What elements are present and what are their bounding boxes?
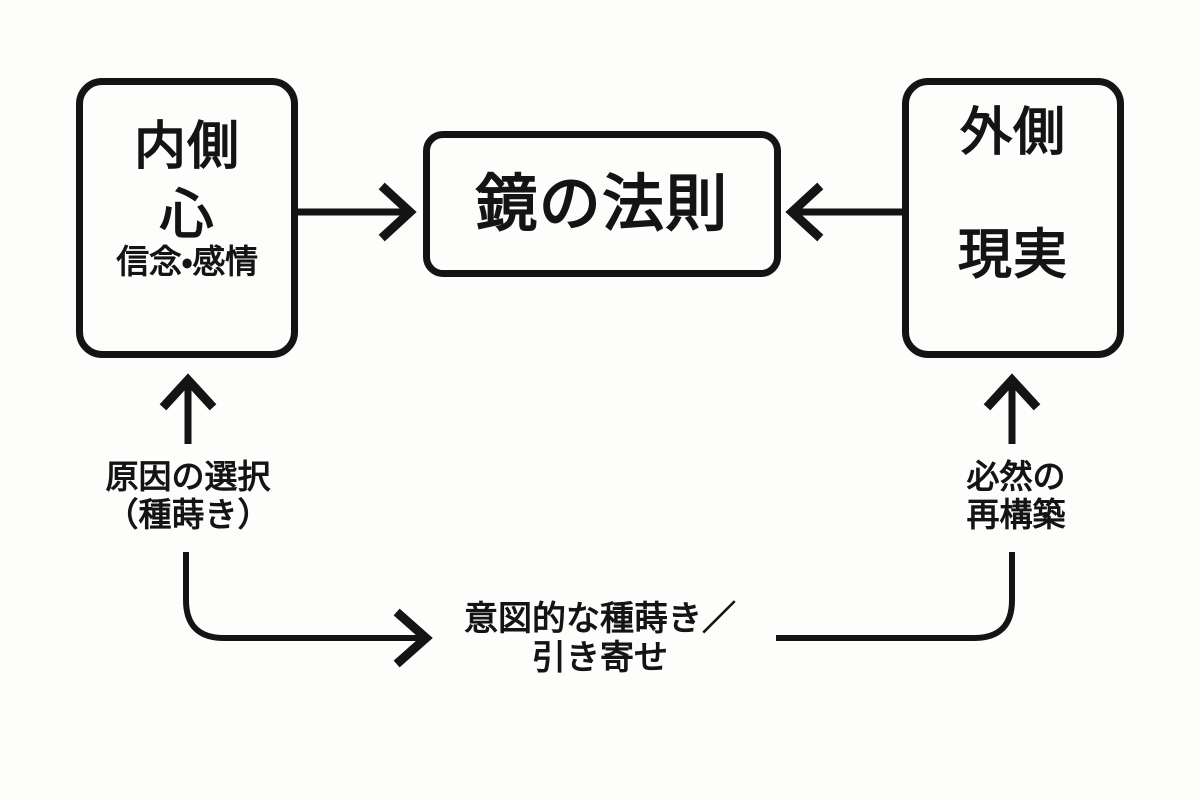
edge-label-cause-line1: 原因の選択: [105, 457, 271, 496]
node-outer-reality[interactable]: 外側 現実: [902, 78, 1124, 358]
edge-label-necessity-line2: 再構築: [966, 495, 1066, 535]
edge-label-intent-line2: 引き寄せ: [532, 638, 668, 679]
connector-inner-to-mirror: [298, 182, 417, 242]
connector-bottom-loop-right: [776, 552, 1015, 641]
edge-label-necessary-rebuild: 必然の 再構築: [930, 457, 1102, 535]
edge-label-intentional-sowing: 意図的な種蒔き／ 引き寄せ: [430, 599, 770, 679]
node-inner-keyword: 心: [159, 183, 215, 247]
edge-label-necessity-line1: 必然の: [966, 457, 1066, 496]
node-inner-subtitle: 信念・感情: [116, 241, 258, 281]
node-mirror-heading: 鏡の法則: [475, 167, 729, 240]
node-inner-heading: 内側: [133, 117, 241, 177]
connector-up-to-inner: [159, 373, 217, 444]
connector-bottom-loop-left: [183, 552, 433, 668]
edge-label-cause-line2: （種蒔き）: [105, 495, 271, 535]
connector-outer-to-mirror: [785, 182, 902, 242]
edge-label-intent-line1: 意図的な種蒔き／: [464, 599, 736, 639]
edge-label-cause-selection: 原因の選択 （種蒔き）: [76, 457, 300, 535]
node-inner-self[interactable]: 内側 心 信念・感情: [76, 78, 298, 358]
node-outer-heading: 外側: [959, 103, 1067, 163]
node-outer-keyword: 現実: [957, 223, 1069, 287]
node-mirror-law[interactable]: 鏡の法則: [423, 131, 781, 277]
connector-up-to-outer: [983, 373, 1041, 444]
